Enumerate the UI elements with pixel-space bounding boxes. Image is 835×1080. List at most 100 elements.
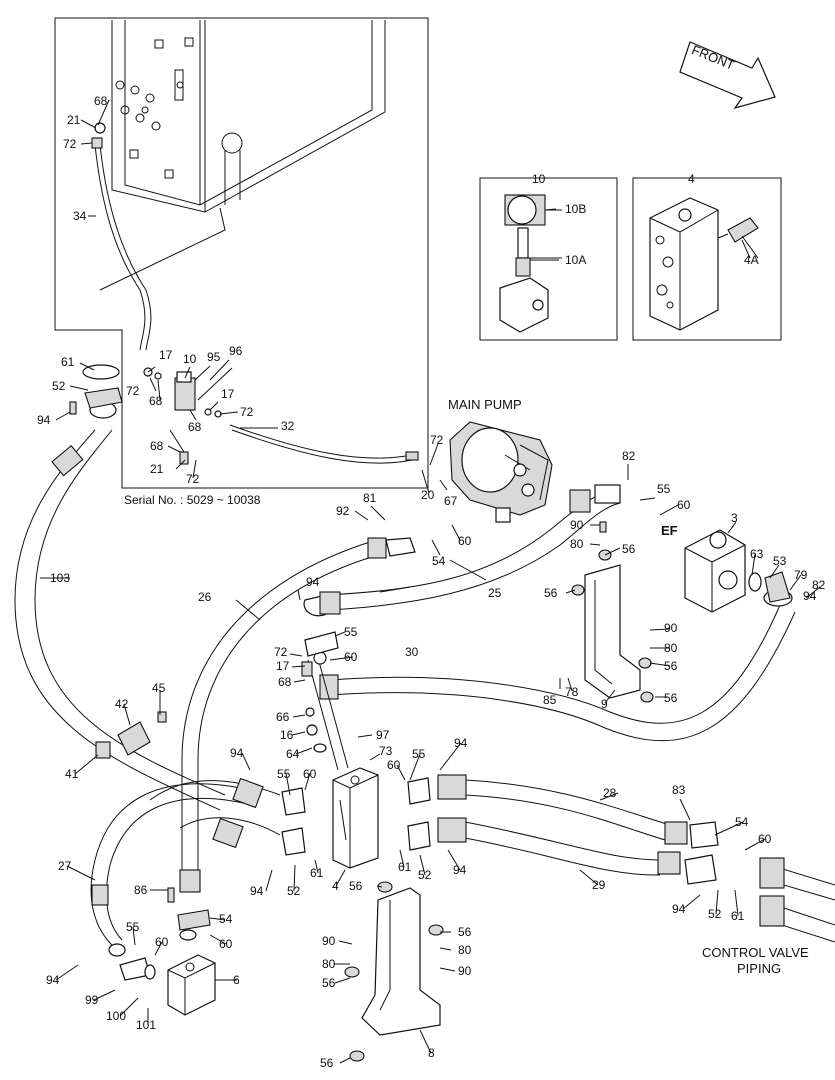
callout: 67 <box>444 494 458 508</box>
callout: 27 <box>58 859 72 873</box>
control-valve-stub <box>759 857 835 943</box>
callout: 81 <box>363 491 377 505</box>
callout: 28 <box>603 786 617 800</box>
callout: 60 <box>344 650 358 664</box>
callout: 56 <box>458 925 472 939</box>
callout: 94 <box>453 863 467 877</box>
callout: 61 <box>398 860 412 874</box>
callout: 94 <box>250 884 264 898</box>
callout: 79 <box>794 568 808 582</box>
callout: 55 <box>277 767 291 781</box>
callout: 4 <box>332 879 339 893</box>
callout: 80 <box>570 537 584 551</box>
callout: 83 <box>672 783 686 797</box>
callout: 55 <box>412 747 426 761</box>
callout: 52 <box>418 868 432 882</box>
callout: 3 <box>731 511 738 525</box>
callout: 8 <box>428 1046 435 1060</box>
callout: 80 <box>664 641 678 655</box>
callout: 80 <box>458 943 472 957</box>
callout: 21 <box>150 462 164 476</box>
callout: 90 <box>570 518 584 532</box>
callout: 94 <box>37 413 51 427</box>
callout: 90 <box>664 621 678 635</box>
callout: 82 <box>812 578 826 592</box>
callout: 94 <box>306 575 320 589</box>
callout: 41 <box>65 767 79 781</box>
callout: 60 <box>155 935 169 949</box>
callout: 82 <box>622 449 636 463</box>
callout: 72 <box>430 433 444 447</box>
clamp-42 <box>117 711 167 756</box>
callout: 66 <box>276 710 290 724</box>
callout: 60 <box>758 832 772 846</box>
callout: 56 <box>664 691 678 705</box>
callout: 103 <box>50 571 70 585</box>
callout: 52 <box>287 884 301 898</box>
callout: 30 <box>405 645 419 659</box>
callout: 17 <box>159 348 173 362</box>
bracket-9 <box>571 521 654 703</box>
callout: 55 <box>344 625 358 639</box>
callout: 96 <box>229 344 243 358</box>
callout: 45 <box>152 681 166 695</box>
callout: 26 <box>198 590 212 604</box>
callout: 21 <box>67 113 81 127</box>
callout: 17 <box>276 659 290 673</box>
callout: 101 <box>136 1018 156 1032</box>
callout: 10A <box>565 253 586 267</box>
bracket-8 <box>344 881 444 1062</box>
callout: 60 <box>458 534 472 548</box>
callout: 34 <box>73 209 87 223</box>
callout: 90 <box>322 934 336 948</box>
callout: 63 <box>750 547 764 561</box>
callout: 72 <box>63 137 77 151</box>
callout: 54 <box>735 815 749 829</box>
callout: 95 <box>207 350 221 364</box>
center-block <box>149 631 431 869</box>
block-3 <box>684 529 791 613</box>
callout: 64 <box>286 747 300 761</box>
callout: 86 <box>134 883 148 897</box>
control-valve-label-2: PIPING <box>737 961 781 976</box>
callout: 100 <box>106 1009 126 1023</box>
main-pump <box>449 421 553 523</box>
callout: 60 <box>387 758 401 772</box>
callout: 72 <box>274 645 288 659</box>
callout: 10 <box>532 172 546 186</box>
callout: 25 <box>488 586 502 600</box>
callout: 53 <box>773 554 787 568</box>
callout: 56 <box>544 586 558 600</box>
hose-103 <box>14 364 226 811</box>
callout: 94 <box>230 746 244 760</box>
callout: 92 <box>336 504 350 518</box>
callout: 56 <box>322 976 336 990</box>
hose-26 <box>179 537 416 893</box>
leader-lines <box>40 99 821 1064</box>
callout: 72 <box>186 472 200 486</box>
callout: 52 <box>52 379 66 393</box>
callout: 68 <box>94 94 108 108</box>
callout: 54 <box>432 554 446 568</box>
callout: 16 <box>280 728 294 742</box>
callout: 94 <box>803 589 817 603</box>
ef-label: EF <box>661 523 678 538</box>
callout: 61 <box>731 909 745 923</box>
callout: 17 <box>221 387 235 401</box>
block-inset <box>632 177 782 341</box>
callout: 10B <box>565 202 586 216</box>
callout: 32 <box>281 419 295 433</box>
callout: 68 <box>188 420 202 434</box>
callout: 90 <box>458 964 472 978</box>
solenoid-inset <box>479 177 618 341</box>
callout: 4A <box>744 253 759 267</box>
callout: 80 <box>322 957 336 971</box>
callout: 61 <box>61 355 75 369</box>
callout: 20 <box>421 488 435 502</box>
callout: 4 <box>688 172 695 186</box>
callout: 61 <box>310 866 324 880</box>
hose-25 <box>303 484 621 617</box>
callout: 10 <box>183 352 197 366</box>
callout: 94 <box>454 736 468 750</box>
